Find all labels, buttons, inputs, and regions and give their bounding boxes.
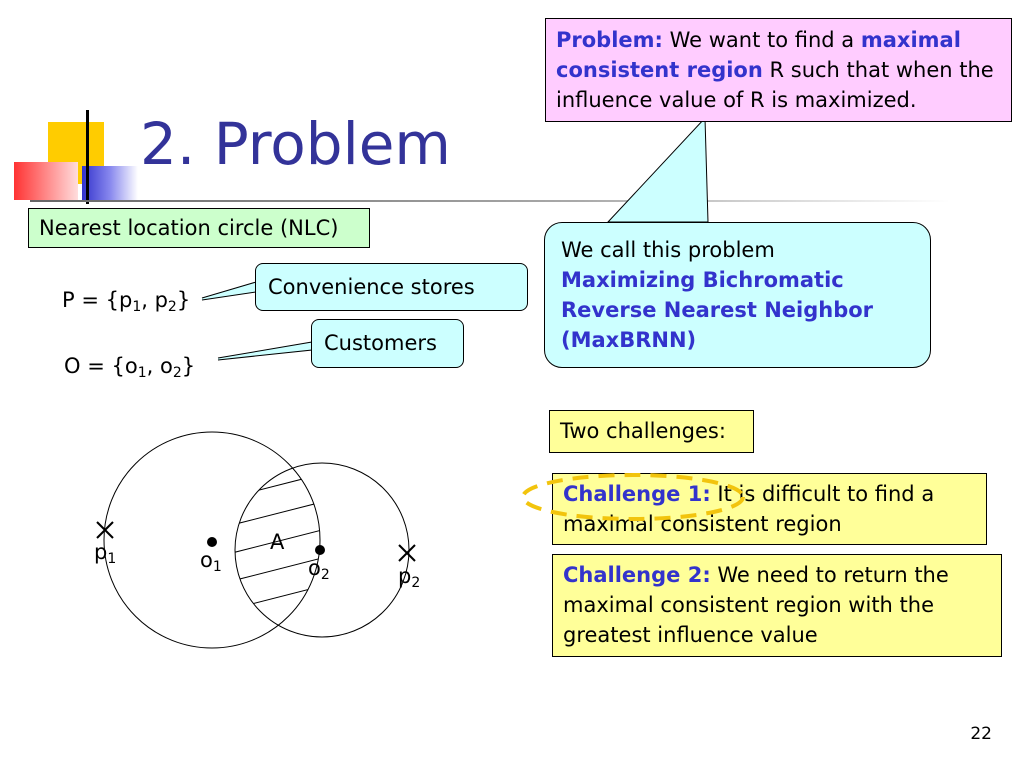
challenge-1-label: Challenge 1: xyxy=(563,482,711,506)
maxbrnn-name: Maximizing Bichromatic Reverse Nearest N… xyxy=(561,268,874,352)
p1-cross-icon xyxy=(96,521,114,539)
p2-cross-icon xyxy=(398,544,416,562)
o1-label: o1 xyxy=(200,548,222,575)
p2-label: p2 xyxy=(398,564,421,591)
deco-blue-square xyxy=(82,166,138,202)
convenience-stores-callout: Convenience stores xyxy=(255,263,528,311)
problem-label: Problem: xyxy=(556,28,663,52)
slide-title: 2. Problem xyxy=(140,110,451,178)
convenience-stores-text: Convenience stores xyxy=(268,275,475,299)
maxbrnn-callout: We call this problem Maximizing Bichroma… xyxy=(544,222,931,368)
nlc-label-text: Nearest location circle (NLC) xyxy=(39,216,339,240)
maxbrnn-intro: We call this problem xyxy=(561,238,775,262)
problem-box: Problem: We want to find a maximal consi… xyxy=(545,18,1012,122)
problem-highlight: maximal consistent region xyxy=(556,28,961,82)
challenge-1-box: Challenge 1: It is difficult to find a m… xyxy=(552,473,987,545)
challenge-2-text: We need to return the maximal consistent… xyxy=(563,563,949,647)
o1-point xyxy=(207,537,217,547)
challenge-1-text: It is difficult to find a maximal consis… xyxy=(563,482,935,536)
p-set: P = {p1, p2} xyxy=(62,288,191,315)
nlc-label-box: Nearest location circle (NLC) xyxy=(28,208,370,248)
deco-red-square xyxy=(14,162,78,200)
nlc-circle-o1 xyxy=(103,431,321,649)
o2-point xyxy=(315,545,325,555)
customers-text: Customers xyxy=(324,331,437,355)
o2-label: o2 xyxy=(308,556,330,583)
deco-vertical-line xyxy=(86,110,89,204)
region-a-label: A xyxy=(270,530,285,554)
challenges-header: Two challenges: xyxy=(549,410,754,453)
challenge-2-label: Challenge 2: xyxy=(563,563,711,587)
page-number: 22 xyxy=(970,724,992,744)
title-underline xyxy=(30,200,950,202)
p1-label: p1 xyxy=(94,540,117,567)
challenge-1-highlight-ellipse xyxy=(521,473,745,521)
challenge-2-box: Challenge 2: We need to return the maxim… xyxy=(552,554,1002,657)
customers-callout: Customers xyxy=(311,319,464,368)
o-set: O = {o1, o2} xyxy=(64,354,196,381)
